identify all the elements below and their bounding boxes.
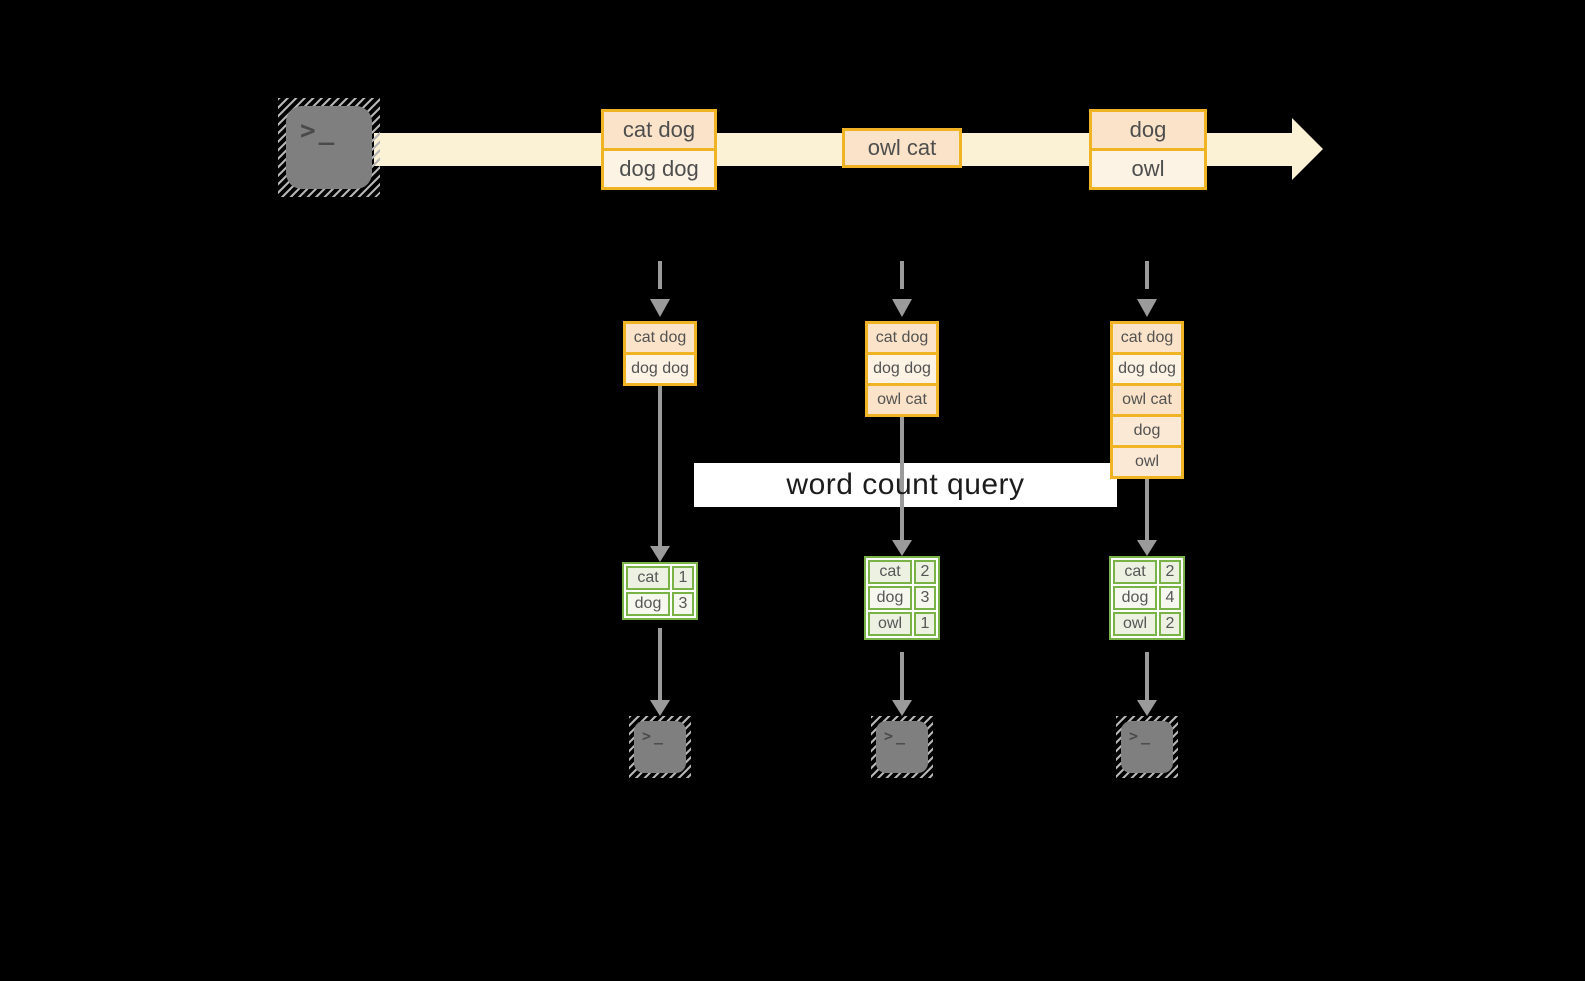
state-buffer-box-2: cat dog dog dog owl cat [865, 321, 939, 417]
query-banner-background [694, 463, 1117, 507]
count-cell: 2 [1159, 612, 1181, 636]
stream-message-box-3: dog owl [1089, 109, 1207, 190]
terminal-prompt-icon: >_ [286, 106, 372, 189]
stream-message: owl cat [845, 131, 959, 165]
state-row: owl cat [1113, 386, 1181, 414]
state-row: owl [1113, 448, 1181, 476]
output-terminal-icon: >_ [629, 716, 691, 778]
word-count-table-3: cat 2 dog 4 owl 2 [1109, 556, 1185, 640]
state-buffer-box-3: cat dog dog dog owl cat dog owl [1110, 321, 1184, 479]
query-banner-label: word count query [786, 468, 1025, 501]
count-cell: 1 [914, 612, 936, 636]
down-arrow [1145, 652, 1149, 700]
word-cell: owl [1113, 612, 1157, 636]
state-row: cat dog [1113, 324, 1181, 352]
down-arrow [900, 417, 904, 540]
count-cell: 4 [1159, 586, 1181, 610]
down-arrowhead-icon [1137, 540, 1157, 556]
state-row: dog [1113, 417, 1181, 445]
terminal-prompt-icon: >_ [1121, 721, 1173, 773]
word-count-table-2: cat 2 dog 3 owl 1 [864, 556, 940, 640]
count-cell: 2 [1159, 560, 1181, 584]
dashed-arrowhead-icon [892, 299, 912, 317]
state-row: cat dog [626, 324, 694, 352]
dashed-arrowhead-icon [1137, 299, 1157, 317]
dashed-arrow [1145, 261, 1149, 289]
word-cell: cat [1113, 560, 1157, 584]
stream-message-box-2: owl cat [842, 128, 962, 168]
down-arrow [1145, 479, 1149, 540]
state-row: dog dog [1113, 355, 1181, 383]
stream-message: owl [1092, 151, 1204, 187]
word-cell: dog [868, 586, 912, 610]
down-arrow [658, 628, 662, 700]
state-row: dog dog [626, 355, 694, 383]
down-arrowhead-icon [1137, 700, 1157, 716]
word-cell: cat [868, 560, 912, 584]
stream-message-box-1: cat dog dog dog [601, 109, 717, 190]
stream-message: dog [1092, 112, 1204, 148]
stream-message: cat dog [604, 112, 714, 148]
terminal-prompt-icon: >_ [876, 721, 928, 773]
output-terminal-icon: >_ [1116, 716, 1178, 778]
count-cell: 3 [672, 592, 694, 616]
down-arrowhead-icon [892, 700, 912, 716]
dashed-arrowhead-icon [650, 299, 670, 317]
count-cell: 3 [914, 586, 936, 610]
down-arrowhead-icon [892, 540, 912, 556]
word-cell: dog [1113, 586, 1157, 610]
terminal-prompt-icon: >_ [634, 721, 686, 773]
source-terminal-icon: >_ [278, 98, 380, 197]
word-cell: owl [868, 612, 912, 636]
down-arrowhead-icon [650, 546, 670, 562]
stream-arrowhead-icon [1292, 118, 1323, 180]
output-terminal-icon: >_ [871, 716, 933, 778]
state-row: dog dog [868, 355, 936, 383]
stream-message: dog dog [604, 151, 714, 187]
word-count-table-1: cat 1 dog 3 [622, 562, 698, 620]
dashed-arrow [900, 261, 904, 289]
word-cell: cat [626, 566, 670, 590]
down-arrowhead-icon [650, 700, 670, 716]
down-arrow [658, 386, 662, 546]
state-row: cat dog [868, 324, 936, 352]
word-cell: dog [626, 592, 670, 616]
count-cell: 1 [672, 566, 694, 590]
state-buffer-box-1: cat dog dog dog [623, 321, 697, 386]
state-row: owl cat [868, 386, 936, 414]
dashed-arrow [658, 261, 662, 289]
count-cell: 2 [914, 560, 936, 584]
down-arrow [900, 652, 904, 700]
